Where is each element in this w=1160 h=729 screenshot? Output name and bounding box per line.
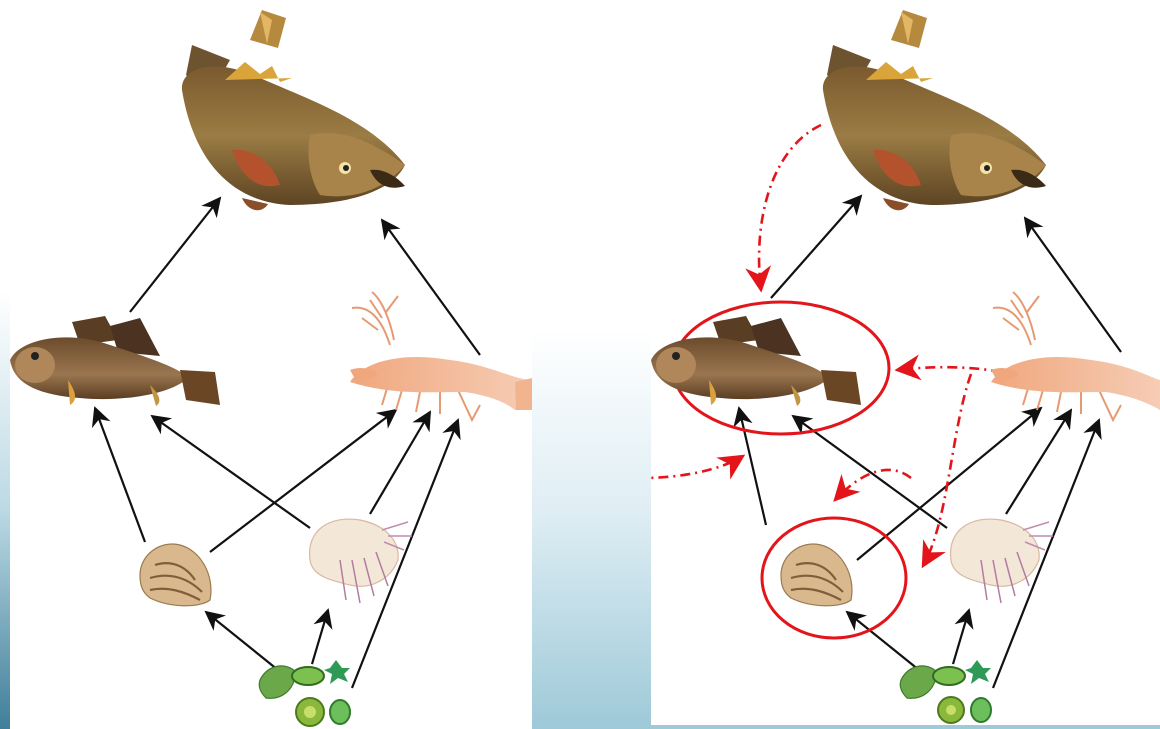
food-web-diagram-right: [651, 0, 1160, 725]
food-web-panel-right: [651, 0, 1160, 725]
arrows: [95, 198, 480, 688]
trout-icon: [182, 10, 405, 210]
algae-icon: [259, 660, 350, 726]
crayfish-icon: [993, 292, 1121, 420]
arrow-algae-to-amphipod: [953, 610, 969, 664]
amphipod-icon: [951, 519, 1053, 603]
arrow-crayfish-to-trout: [382, 220, 480, 355]
food-web-diagram-left: [10, 0, 532, 729]
goby-fish-icon: [10, 316, 220, 406]
arrow-mussel-to-goby: [739, 408, 766, 525]
arrow-goby-to-trout: [130, 198, 220, 312]
algae-icon: [900, 660, 991, 723]
crayfish-body: [991, 357, 1160, 410]
arrow-amphipod-to-crayfish: [1006, 410, 1071, 514]
arrows: [739, 196, 1121, 688]
crayfish-icon: [352, 292, 480, 420]
mussel-icon: [781, 544, 852, 606]
mussel-icon: [140, 544, 211, 606]
arrow-amphipod-to-crayfish: [370, 412, 430, 514]
arrow-algae-to-amphipod: [312, 610, 328, 664]
arrow-mussel-to-goby: [95, 408, 145, 542]
trout-icon: [823, 10, 1046, 210]
amphipod-icon: [310, 519, 412, 603]
food-web-panel-left: [10, 0, 532, 729]
arrow-amphipod-to-goby: [152, 416, 310, 528]
arrow-algae-to-mussel: [206, 612, 278, 670]
arrow-crayfish-to-trout: [1025, 218, 1121, 352]
red-arrow-crayfish-to-goby: [897, 367, 1001, 372]
arrow-amphipod-to-goby: [793, 416, 947, 528]
left-edge-gradient: [0, 0, 10, 729]
red-arrow-trout-to-goby: [759, 125, 821, 290]
arrow-goby-to-trout: [771, 196, 861, 298]
